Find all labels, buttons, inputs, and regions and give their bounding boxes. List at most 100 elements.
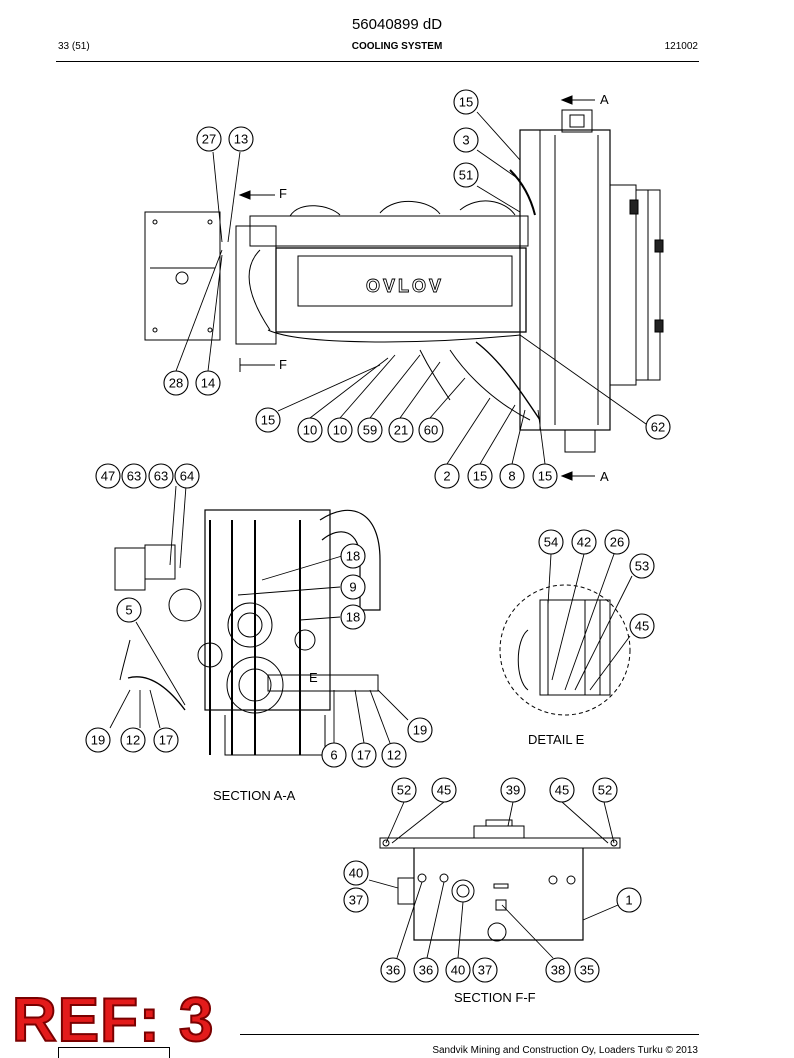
callout-circle (153, 727, 179, 753)
callout-number: 6 (330, 748, 337, 763)
callout-circle (532, 463, 558, 489)
callout-circle (195, 370, 221, 396)
callout-circle (645, 414, 671, 440)
detail-e-view (499, 584, 631, 716)
callout-circle (321, 742, 347, 768)
callout-circle (343, 860, 369, 886)
callout-circle (388, 417, 414, 443)
callout-circle (391, 777, 417, 803)
section-f-f-tank (379, 819, 621, 942)
callout-number: 47 (101, 469, 115, 484)
callout-circle (431, 777, 457, 803)
callout-circle (327, 417, 353, 443)
callout-number: 28 (169, 376, 183, 391)
callout-number: 52 (397, 783, 411, 798)
callout-circle (434, 463, 460, 489)
callout-number: 18 (346, 549, 360, 564)
callout-number: 15 (538, 469, 552, 484)
callout-number: 64 (180, 469, 194, 484)
callout-number: 54 (544, 535, 558, 550)
callout-circle (340, 543, 366, 569)
callout-number: 60 (424, 423, 438, 438)
callout-circle (121, 463, 147, 489)
engine-badge: OVLOV (366, 276, 444, 296)
callout-number: 37 (478, 963, 492, 978)
section-marker-a-top: A (600, 92, 609, 107)
callout-circle (116, 597, 142, 623)
callout-number: 27 (202, 132, 216, 147)
ref-stamp: REF: 3 (11, 985, 215, 1056)
section-a-a-engine (114, 509, 381, 756)
callout-number: 40 (451, 963, 465, 978)
header-rule (56, 61, 699, 62)
callout-circle (472, 957, 498, 983)
callout-number: 14 (201, 376, 215, 391)
callout-circle (453, 89, 479, 115)
callout-circle (255, 407, 281, 433)
callout-circle (616, 887, 642, 913)
callout-circle (500, 777, 526, 803)
callout-circle (604, 529, 630, 555)
callout-number: 21 (394, 423, 408, 438)
callout-number: 12 (387, 748, 401, 763)
callout-circle (418, 417, 444, 443)
callout-number: 3 (462, 133, 469, 148)
callout-number: 17 (159, 733, 173, 748)
main-view-engine (144, 109, 664, 453)
callout-number: 38 (551, 963, 565, 978)
callout-circle (545, 957, 571, 983)
section-marker-a-bottom: A (600, 469, 609, 484)
callout-circle (174, 463, 200, 489)
callout-number: 15 (459, 95, 473, 110)
section-title: COOLING SYSTEM (351, 41, 443, 52)
section-a-a-caption: SECTION A-A (213, 788, 296, 803)
detail-marker-e: E (309, 670, 318, 685)
callout-circle (343, 887, 369, 913)
callout-circle (228, 126, 254, 152)
callout-circle (592, 777, 618, 803)
callout-number: 5 (125, 603, 132, 618)
callout-number: 39 (506, 783, 520, 798)
callout-number: 53 (635, 559, 649, 574)
callout-number: 37 (349, 893, 363, 908)
callout-circle (120, 727, 146, 753)
callout-circle (453, 127, 479, 153)
callout-circle (629, 553, 655, 579)
callout-circle (413, 957, 439, 983)
callout-circle (499, 463, 525, 489)
callout-circle (380, 957, 406, 983)
callout-circle (196, 126, 222, 152)
callout-number: 62 (651, 420, 665, 435)
callout-number: 36 (419, 963, 433, 978)
callout-circle (297, 417, 323, 443)
callout-circle (538, 529, 564, 555)
callout-number: 15 (473, 469, 487, 484)
callout-number: 1 (625, 893, 632, 908)
callout-number: 8 (508, 469, 515, 484)
callout-circle (340, 574, 366, 600)
callout-number: 9 (349, 580, 356, 595)
callout-number: 18 (346, 610, 360, 625)
callout-number: 19 (413, 723, 427, 738)
callout-circle (549, 777, 575, 803)
callout-number: 10 (303, 423, 317, 438)
callout-number: 15 (261, 413, 275, 428)
callout-number: 13 (234, 132, 248, 147)
callout-circle (95, 463, 121, 489)
callout-circle (407, 717, 433, 743)
footer-rule (240, 1034, 699, 1035)
callout-number: 12 (126, 733, 140, 748)
callout-circle (629, 613, 655, 639)
leader-lines (109, 111, 647, 959)
callout-number: 42 (577, 535, 591, 550)
callout-circle (574, 957, 600, 983)
section-arrows (238, 95, 595, 481)
callout-number: 45 (635, 619, 649, 634)
callout-number: 52 (598, 783, 612, 798)
callout-circle (381, 742, 407, 768)
callout-number: 35 (580, 963, 594, 978)
callout-number: 2 (443, 469, 450, 484)
page-reference: 33 (51) (58, 41, 90, 52)
callout-circle (445, 957, 471, 983)
